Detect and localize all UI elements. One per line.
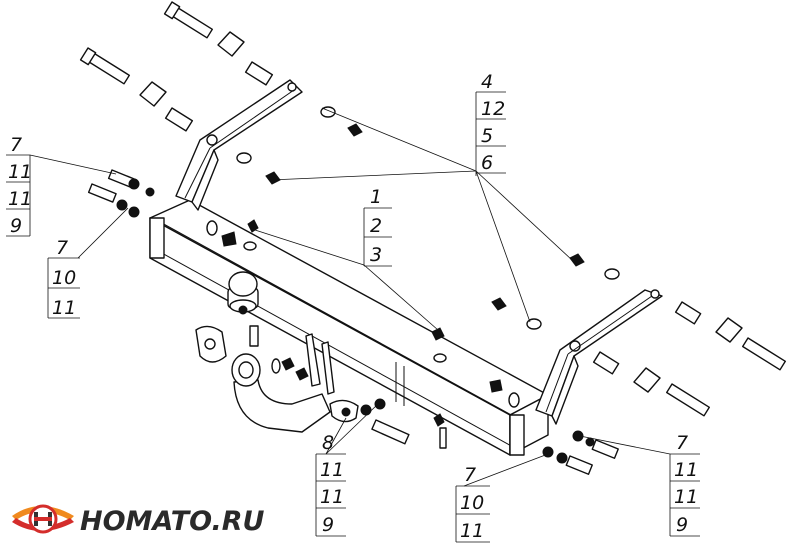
ball-cap: [227, 271, 259, 315]
callout-label: 11: [674, 486, 698, 508]
callout-label: 7: [464, 464, 476, 486]
callout-label: 11: [674, 459, 698, 481]
callout-label: 11: [8, 161, 32, 183]
callout-bottom-mid: 7 10 11: [455, 464, 490, 543]
center-fasteners: [271, 327, 447, 449]
callout-left-top: 7 11 11 9: [6, 134, 32, 237]
right-top-bolt-set: [491, 253, 787, 417]
callout-label: 6: [481, 152, 493, 174]
right-side-bracket: [535, 289, 663, 425]
callout-label: 7: [56, 237, 68, 259]
callout-label: 12: [481, 98, 505, 120]
leader-lines: [29, 107, 671, 487]
callout-label: 10: [460, 492, 484, 514]
callout-label: 11: [52, 297, 76, 319]
top-left-bolt-set-2: [79, 47, 281, 185]
callout-label: 8: [322, 432, 334, 454]
left-end-bolts: [87, 169, 259, 251]
brand-emblem-icon: [12, 504, 74, 534]
callout-label: 9: [10, 215, 22, 237]
callout-center: 1 2 3: [363, 186, 392, 267]
callout-left-mid: 7 10 11: [47, 237, 80, 319]
left-side-bracket: [175, 79, 303, 211]
top-left-bolt-set-1: [163, 1, 363, 137]
callout-bottom-right: 7 11 11 9: [669, 432, 700, 537]
callout-label: 11: [320, 459, 344, 481]
callout-label: 9: [676, 514, 688, 536]
callout-label: 11: [8, 188, 32, 210]
tow-ball-assembly: [195, 325, 410, 445]
callout-label: 5: [481, 125, 493, 147]
right-end-bolts: [489, 379, 619, 475]
callout-label: 10: [52, 267, 76, 289]
callout-label: 7: [10, 134, 22, 156]
brand-name: HOMATO.RU: [80, 506, 265, 537]
callout-label: 11: [320, 486, 344, 508]
callout-label: 3: [370, 244, 382, 266]
callout-label: 11: [460, 520, 484, 542]
callout-label: 7: [676, 432, 688, 454]
brand-logo: HOMATO.RU: [12, 504, 265, 537]
callout-label: 2: [370, 215, 382, 237]
callout-top-right: 4 12 5 6: [475, 71, 506, 176]
callout-label: 9: [322, 514, 334, 536]
callout-bottom-center: 8 11 11 9: [315, 432, 346, 537]
callout-label: 1: [370, 186, 382, 208]
callout-label: 4: [481, 71, 493, 93]
